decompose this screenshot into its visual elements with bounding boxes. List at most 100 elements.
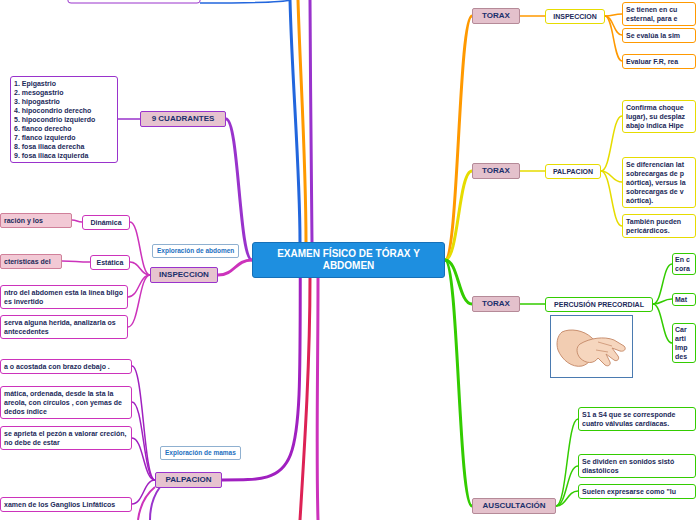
node-text: xamen de los Ganglios Linfáticos <box>4 500 128 509</box>
central-topic: EXAMEN FÍSICO DE TÓRAX Y ABDOMEN <box>252 242 445 278</box>
branch-connector <box>128 275 150 297</box>
node-text: TORAX <box>476 166 516 176</box>
note-box: cterísticas del <box>0 254 62 269</box>
note-box: Suelen expresarse como "lu <box>578 484 696 499</box>
subtopic-box: Dinámica <box>82 215 130 230</box>
note-box: Mat <box>672 293 696 306</box>
node-text: Se tienen en cu esternal, para e <box>626 5 692 23</box>
node-text: AUSCULTACIÓN <box>476 501 552 511</box>
branch-line <box>150 487 160 520</box>
node-text: 9. fosa iliaca izquierda <box>14 151 114 160</box>
node-text: cterísticas del <box>4 257 58 266</box>
node-text: Confirma choque lugar), su desplaz abajo… <box>626 103 692 130</box>
subtopic-box: PALPACION <box>545 164 601 179</box>
node-text: TORAX <box>476 299 516 309</box>
hands-illustration <box>551 316 633 378</box>
node-text: Dinámica <box>86 218 126 227</box>
topic-box: INSPECCION <box>150 267 218 283</box>
subtopic-box: PERCUSIÓN PRECORDIAL <box>545 297 653 312</box>
subtopic-box: INSPECCION <box>545 9 605 24</box>
branch-connector <box>132 438 155 480</box>
edge-label: Exploración de abdomen <box>152 244 239 258</box>
node-text: ntro del abdomen esta la línea bligo es … <box>4 288 124 306</box>
note-box: Se diferencian lat sobrecargas de p aórt… <box>622 157 696 208</box>
note-box: Se tienen en cu esternal, para e <box>622 2 696 26</box>
node-text: 3. hipogastrio <box>14 97 114 106</box>
branch-connector <box>520 170 545 172</box>
branch-connector <box>601 171 622 226</box>
node-text: Se dividen en sonidos sistó diastólicos <box>582 457 692 475</box>
branch-connector <box>653 299 672 304</box>
branch-connector <box>132 366 155 480</box>
branch-connector <box>556 491 578 506</box>
node-text: 1. Epigastrio <box>14 79 114 88</box>
node-text: S1 a S4 que se corresponde cuatro válvul… <box>582 410 692 428</box>
note-box: También pueden pericárdicos. <box>622 214 696 238</box>
edge-label: Exploración de mamas <box>160 446 241 460</box>
note-box: Se dividen en sonidos sistó diastólicos <box>578 454 696 478</box>
node-text: mática, ordenada, desde la sta la areola… <box>4 389 128 416</box>
branch-connector <box>445 260 472 506</box>
branch-connector <box>130 262 150 275</box>
node-text: se aprieta el pezón a valorar creción, n… <box>4 429 128 447</box>
topic-box: TORAX <box>472 296 520 312</box>
node-text: 6. flanco derecho <box>14 124 114 133</box>
note-box: se aprieta el pezón a valorar creción, n… <box>0 426 132 450</box>
branch-connector <box>445 171 472 260</box>
list-box: 1. Epigastrio2. mesogastrio3. hipogastri… <box>10 76 118 163</box>
node-text: serva alguna herida, analizarla os antec… <box>4 318 124 336</box>
node-text: a o acostada con brazo debajo . <box>4 362 128 371</box>
topic-box: TORAX <box>472 8 520 24</box>
note-box: S1 a S4 que se corresponde cuatro válvul… <box>578 407 696 431</box>
node-text: Car arti Imp des <box>675 325 693 361</box>
node-text: Evaluar F.R, rea <box>626 57 692 66</box>
branch-line <box>316 278 320 520</box>
node-text: 8. fosa iliaca derecha <box>14 142 114 151</box>
node-text: INSPECCION <box>549 12 601 21</box>
branch-connector <box>653 304 672 343</box>
note-box: ración y los <box>0 213 72 228</box>
note-box: a o acostada con brazo debajo . <box>0 359 132 374</box>
node-text: TORAX <box>476 11 516 21</box>
node-text: PALPACION <box>159 475 218 485</box>
note-box: xamen de los Ganglios Linfáticos <box>0 497 132 512</box>
branch-connector <box>520 15 545 17</box>
note-box: Confirma choque lugar), su desplaz abajo… <box>622 100 696 133</box>
branch-connector <box>520 303 545 305</box>
subtopic-box: Estática <box>90 255 130 270</box>
note-box: En c cora <box>672 253 696 275</box>
note-box: Car arti Imp des <box>672 323 696 363</box>
branch-line <box>298 0 306 242</box>
node-text: ración y los <box>4 216 68 225</box>
cut-box <box>68 0 200 3</box>
note-box: serva alguna herida, analizarla os antec… <box>0 315 128 339</box>
branch-line <box>310 0 312 242</box>
node-text: 9 CUADRANTES <box>144 114 222 124</box>
node-text: Se evalúa la sim <box>626 31 692 40</box>
branch-connector <box>62 261 90 262</box>
branch-connector <box>653 264 672 304</box>
topic-box: PALPACION <box>155 472 222 488</box>
node-text: 7. flanco izquierdo <box>14 133 114 142</box>
node-text: Estática <box>94 258 126 267</box>
node-text: EXAMEN FÍSICO DE TÓRAX Y ABDOMEN <box>259 248 438 272</box>
node-text: Suelen expresarse como "lu <box>582 487 692 496</box>
branch-connector <box>556 419 578 506</box>
branch-connector <box>218 260 252 275</box>
branch-connector <box>130 222 150 275</box>
node-text: Mat <box>675 295 693 304</box>
node-text: Se diferencian lat sobrecargas de p aórt… <box>626 160 692 205</box>
topic-box: 9 CUADRANTES <box>140 111 226 127</box>
branch-connector <box>605 16 622 61</box>
branch-connector <box>132 402 155 480</box>
branch-connector <box>556 466 578 506</box>
branch-connector <box>72 220 82 222</box>
node-text: En c cora <box>675 255 693 273</box>
branch-connector <box>601 116 622 171</box>
branch-connector <box>605 14 622 16</box>
node-text: También pueden pericárdicos. <box>626 217 692 235</box>
note-box: mática, ordenada, desde la sta la areola… <box>0 386 132 419</box>
topic-box: TORAX <box>472 163 520 179</box>
note-box: Se evalúa la sim <box>622 28 696 43</box>
